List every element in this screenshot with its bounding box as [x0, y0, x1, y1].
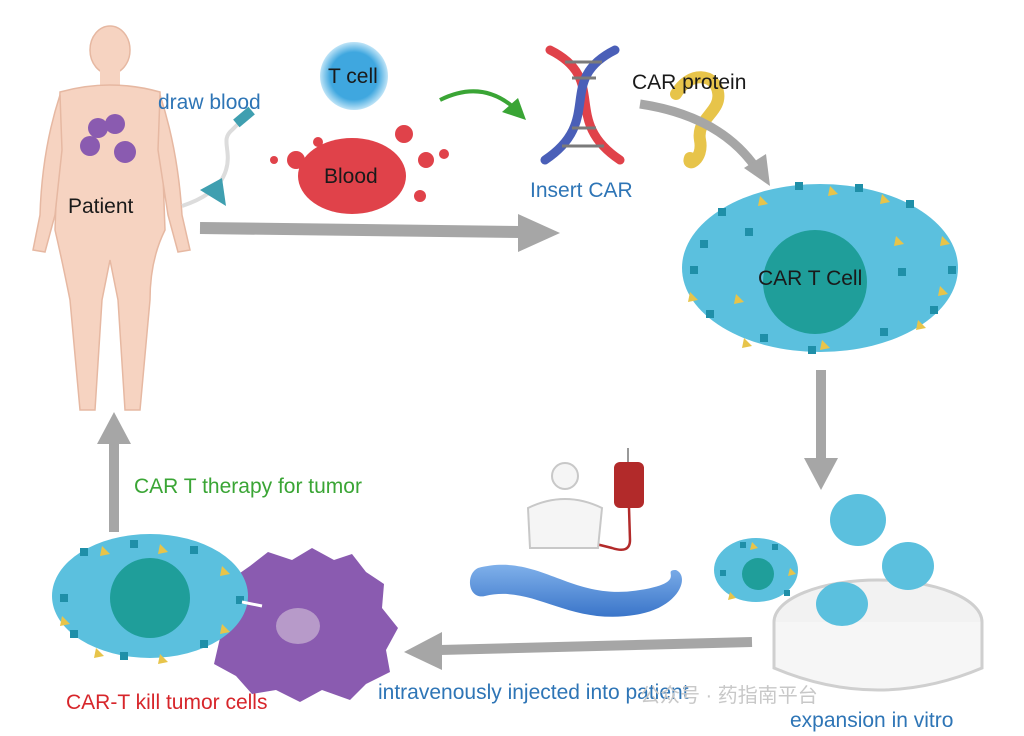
dna-helix-icon [540, 45, 625, 165]
blood-vessel-icon [469, 564, 682, 617]
petri-dish-icon [772, 494, 984, 692]
gray-arrow-left [404, 632, 753, 670]
blood-draw-needle-icon [181, 106, 255, 208]
kill-label: CAR-T kill tumor cells [66, 691, 268, 714]
human-body-icon [32, 25, 191, 411]
gray-curved-arrow [639, 99, 770, 186]
car-t-cell-label: CAR T Cell [758, 267, 863, 290]
therapy-label: CAR T therapy for tumor [134, 475, 362, 498]
patient-label: Patient [68, 195, 134, 218]
tumor-cell [210, 548, 398, 702]
tumor-cluster-icon [80, 114, 136, 163]
infusion-patient-icon [526, 462, 604, 549]
draw-blood-label: draw blood [158, 91, 261, 114]
blood-label: Blood [324, 165, 378, 188]
gray-arrow-up [97, 412, 131, 532]
expansion-label: expansion in vitro [790, 709, 954, 732]
attacking-car-t-cell [52, 534, 263, 664]
watermark: 公众号 · 药指南平台 [640, 685, 818, 707]
gray-arrow-down [804, 370, 838, 490]
car-protein-icon [670, 71, 725, 169]
car-t-cell [682, 182, 958, 354]
blood-cells [270, 125, 449, 214]
t-cell [320, 42, 388, 110]
t-cell-label: T cell [328, 65, 378, 88]
injected-label: intravenously injected into patient [378, 681, 689, 704]
car-protein-label: CAR protein [632, 71, 747, 94]
green-arrow [439, 89, 526, 120]
insert-car-label: Insert CAR [530, 179, 633, 202]
gray-arrow-patient-to-car [199, 214, 560, 252]
small-car-t-cell [714, 538, 798, 602]
iv-bag-icon [595, 448, 644, 551]
